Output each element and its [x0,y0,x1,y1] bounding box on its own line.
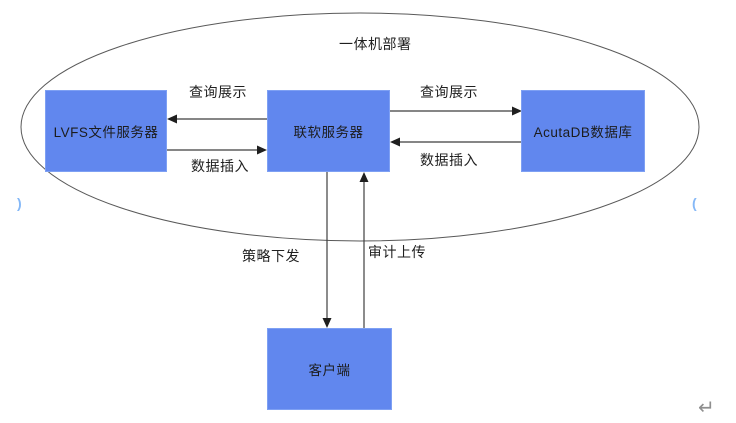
node-acutadb-label: AcutaDB数据库 [533,125,633,140]
node-client-label: 客户端 [308,363,351,378]
node-lvfs-label: LVFS文件服务器 [53,125,159,140]
node-liansoft-label: 联软服务器 [293,125,364,140]
edge-query-left-arrowhead-icon [167,114,177,124]
node-lvfs-file-server[interactable]: LVFS文件服务器 [45,90,167,172]
edge-policy-down-arrowhead-icon [322,318,332,328]
edge-label-policy-dispatch: 策略下发 [242,248,300,264]
diagram-title: 一体机部署 [339,36,412,52]
edge-label-audit-upload: 审计上传 [368,244,426,260]
edge-query-right-arrowhead-icon [512,106,522,116]
node-client[interactable]: 客户端 [267,328,392,410]
right-paren-mark: ( [692,195,697,211]
edge-label-data-insert-left: 数据插入 [191,158,249,174]
paragraph-return-icon: ↵ [698,397,715,419]
left-paren-mark: ) [17,195,22,211]
edge-label-data-insert-right: 数据插入 [420,152,478,168]
edge-insert-left-arrowhead-icon [257,145,267,155]
edge-label-query-display-left: 查询展示 [189,84,247,100]
edge-audit-up-arrowhead-icon [359,172,369,182]
node-acutadb-database[interactable]: AcutaDB数据库 [521,90,645,172]
edge-label-query-display-right: 查询展示 [420,84,478,100]
node-liansoft-server[interactable]: 联软服务器 [267,90,390,172]
deployment-boundary-ellipse [20,12,700,242]
edge-insert-right-arrowhead-icon [390,137,400,147]
